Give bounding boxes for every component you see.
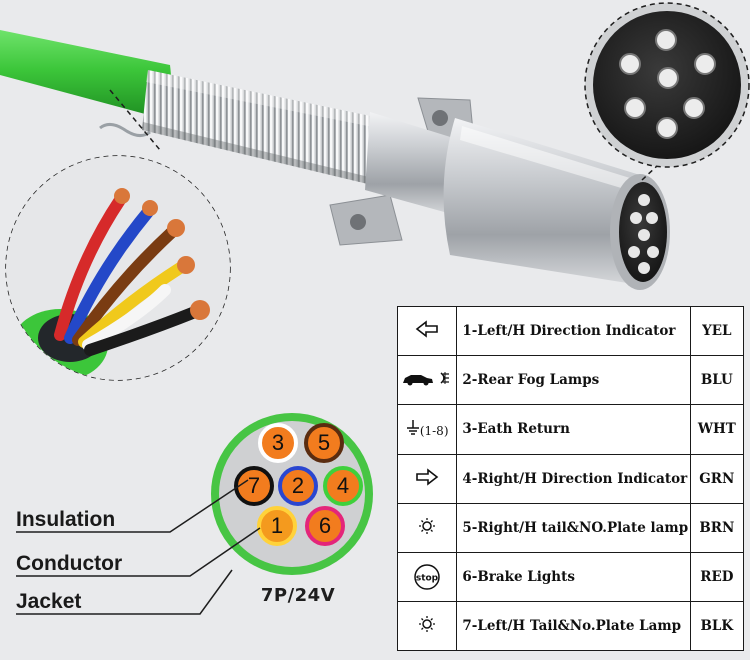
- legend-color-code: BLU: [689, 355, 745, 406]
- pin-label-5: 5: [317, 430, 331, 455]
- pin-label-2: 2: [291, 473, 305, 498]
- table-row: 1-Left/H Direction Indicator YEL: [396, 305, 745, 357]
- wiring-legend-table: 1-Left/H Direction Indicator YEL 2-Rear …: [396, 305, 745, 652]
- legend-color-code: BRN: [689, 502, 745, 553]
- pin-3: [258, 423, 298, 463]
- table-row: 4-Right/H Direction Indicator GRN: [396, 453, 745, 504]
- legend-desc: 1-Left/H Direction Indicator: [456, 305, 691, 357]
- conductor-label: Conductor: [16, 552, 123, 575]
- pin-label-1: 1: [270, 513, 284, 538]
- pin-7: [234, 466, 274, 506]
- wire-detail-bubble: [5, 155, 231, 381]
- table-row: 2-Rear Fog Lamps BLU: [396, 355, 745, 406]
- pin-1: [257, 506, 297, 546]
- jacket-label: Jacket: [16, 590, 82, 613]
- pin-label-6: 6: [318, 513, 332, 538]
- legend-desc: 6-Brake Lights: [456, 551, 691, 603]
- spring-hook: [99, 123, 151, 137]
- stop-sign-text: stop: [416, 574, 439, 584]
- arrow-right-icon: [416, 468, 439, 486]
- ground-icon: [406, 420, 419, 436]
- legend-color-code: WHT: [689, 404, 745, 455]
- table-row: stop 6-Brake Lights RED: [396, 551, 745, 603]
- table-row: 7-Left/H Tail&No.Plate Lamp BLK: [396, 601, 745, 652]
- cable-jacket: [0, 30, 172, 118]
- legend-desc: 3-Eath Return: [456, 404, 691, 455]
- voltage-rating-label: 7P/24V: [260, 585, 336, 606]
- pin-face-bubble: [584, 2, 750, 168]
- spring-sleeve: [142, 70, 380, 185]
- legend-desc: 4-Right/H Direction Indicator: [456, 453, 691, 504]
- legend-color-code: BLK: [689, 601, 745, 652]
- arrow-left-icon: [415, 320, 438, 338]
- rear-fog-lamp-icon: [403, 372, 450, 386]
- tail-lamp-icon: [419, 517, 436, 534]
- table-row: (1-8) 3-Eath Return WHT: [396, 404, 745, 455]
- label-leader-lines: [16, 479, 261, 615]
- connector-body: [329, 97, 670, 290]
- legend-desc: 7-Left/H Tail&No.Plate Lamp: [456, 601, 691, 652]
- pin-6: [305, 506, 345, 546]
- pin-2: [278, 466, 318, 506]
- pin-label-7: 7: [247, 473, 261, 498]
- insulation-label: Insulation: [16, 508, 116, 531]
- pin-5: [304, 423, 344, 463]
- legend-color-code: RED: [689, 551, 745, 603]
- legend-desc: 2-Rear Fog Lamps: [456, 355, 691, 406]
- table-row: 5-Right/H tail&NO.Plate lamp BRN: [396, 502, 745, 553]
- pin-label-4: 4: [336, 473, 350, 498]
- legend-color-code: YEL: [689, 305, 745, 357]
- pin-label-3: 3: [271, 430, 285, 455]
- legend-desc: 5-Right/H tail&NO.Plate lamp: [456, 502, 691, 553]
- tail-lamp-icon: [419, 616, 436, 633]
- stop-sign-icon: stop: [414, 564, 440, 590]
- legend-color-code: GRN: [689, 453, 745, 504]
- ground-icon-text: (1-8): [419, 424, 449, 439]
- pin-4: [323, 466, 363, 506]
